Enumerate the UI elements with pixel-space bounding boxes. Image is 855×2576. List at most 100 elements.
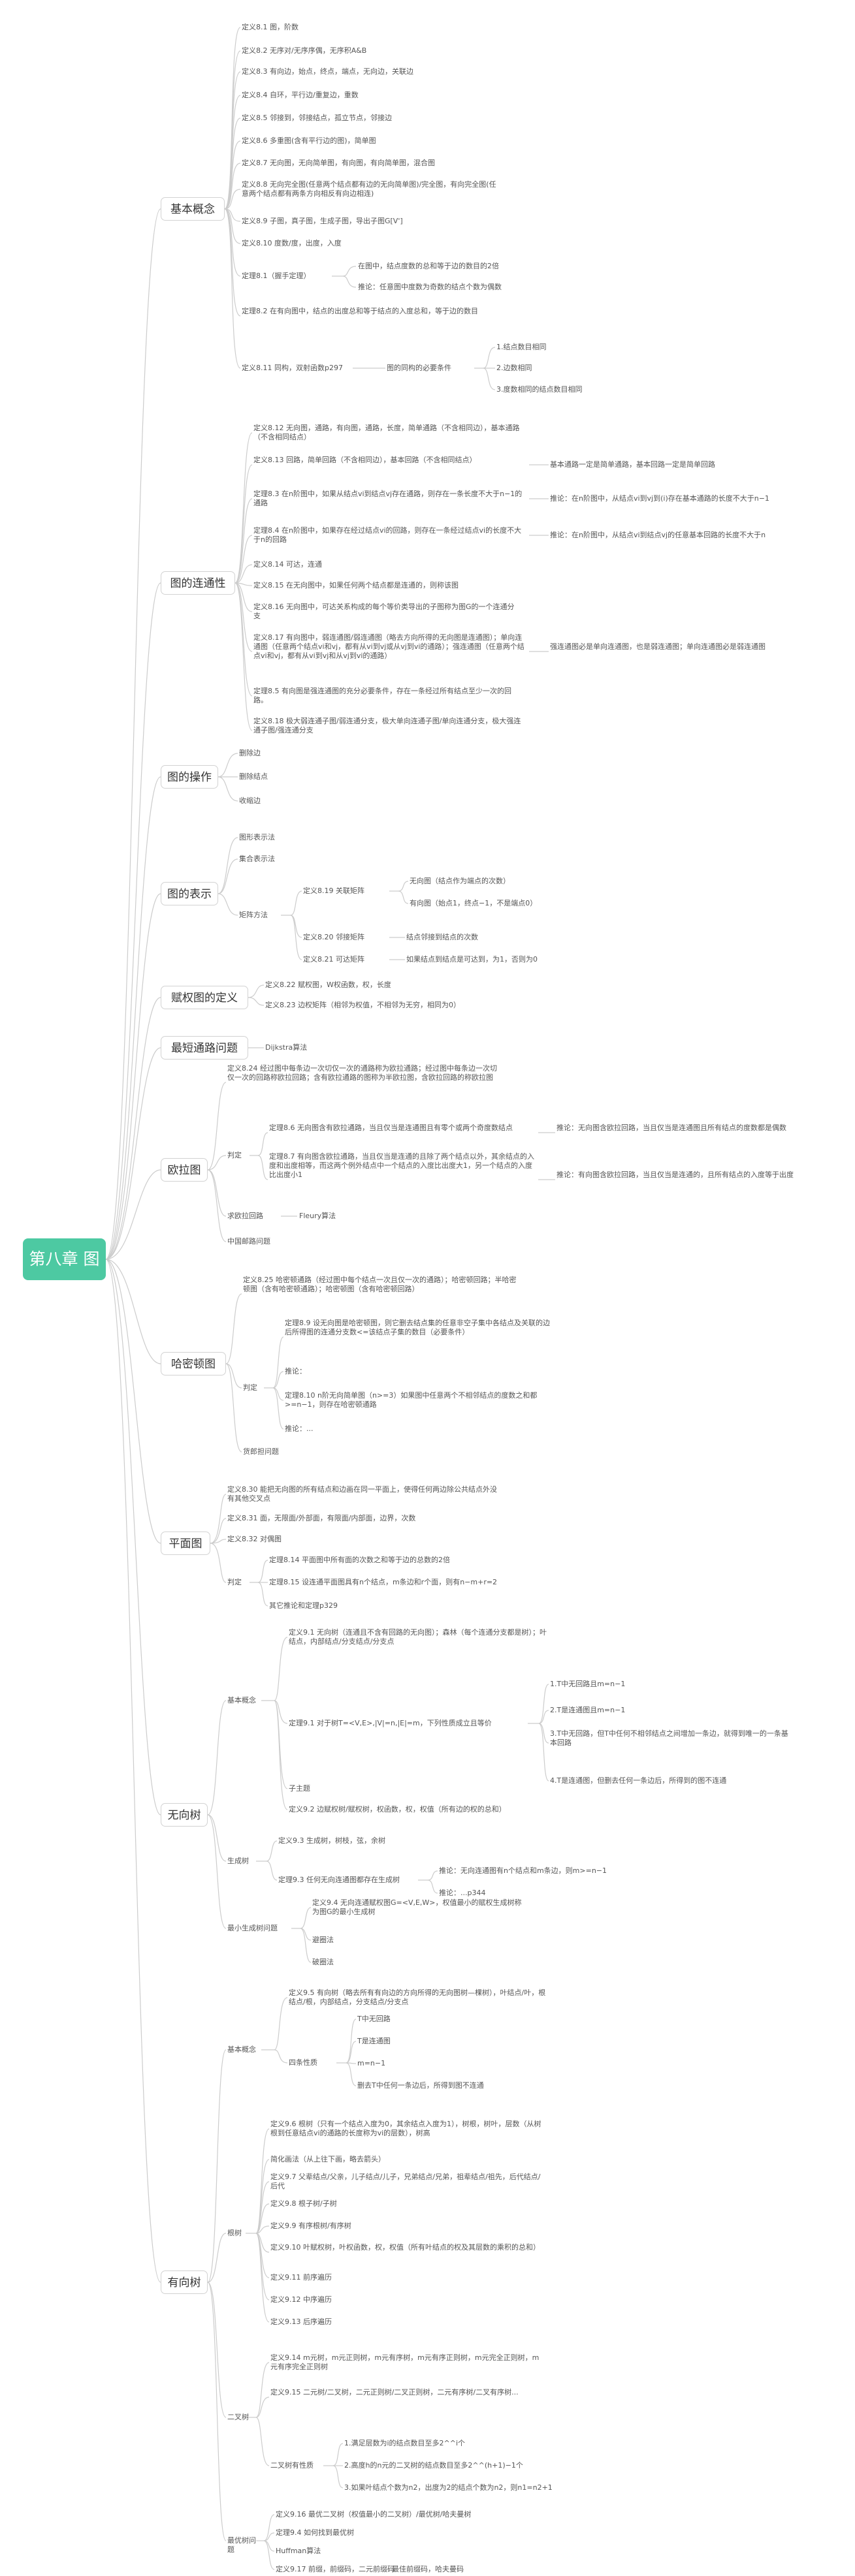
- node-delete-vertex: 删除结点: [239, 772, 268, 781]
- node-iso-cond-1: 1.结点数目相同: [496, 343, 547, 351]
- node-def-9-16: 定义9.16 最优二叉树（权值最小的二叉树）/最优树/哈夫曼树: [276, 2510, 472, 2519]
- node-binary-props: 二叉树有性质: [270, 2461, 314, 2470]
- node-def-8-14: 定义8.14 可达，连通: [253, 560, 322, 569]
- node-def-9-8: 定义9.8 根子树/子树: [270, 2199, 337, 2208]
- branch-hamilton-graph[interactable]: 哈密顿图: [161, 1352, 226, 1375]
- node-break-cycle: 破圈法: [312, 1958, 334, 1966]
- node-def-8-9: 定义8.9 子图，真子图，生成子图，导出子图G[V']: [242, 217, 403, 225]
- node-euler-judge: 判定: [227, 1151, 242, 1159]
- branch-undirected-tree[interactable]: 无向树: [161, 1803, 208, 1827]
- node-matrix-method: 矩阵方法: [239, 911, 268, 919]
- node-thm-8-7-corollary: 推论：有向图含欧拉回路，当且仅当是连通的，且所有结点的入度等于出度: [557, 1170, 794, 1179]
- branch-shortest-path[interactable]: 最短通路问题: [161, 1036, 248, 1060]
- node-simplified-drawing: 简化画法（从上往下画，略去箭头）: [270, 2155, 385, 2163]
- node-def-9-3: 定义9.3 生成树，树枝，弦，余树: [278, 1836, 385, 1845]
- node-def-8-24: 定义8.24 经过图中每条边一次切仅一次的通路称为欧拉通路；经过图中每条边一次切…: [227, 1064, 497, 1082]
- node-dprop-4: 删去T中任何一条边后，所得到图不连通: [357, 2081, 484, 2090]
- node-iso-cond-3: 3.度数相同的结点数目相同: [496, 385, 583, 394]
- node-def-8-7: 定义8.7 无向图，无向简单图，有向图，有向简单图，混合图: [242, 159, 435, 167]
- node-optimal-tree: 最优树问题: [227, 2536, 256, 2554]
- node-tree-prop-4: 4.T是连通图，但删去任何一条边后，所得到的图不连通: [550, 1776, 727, 1785]
- node-def-8-13-note: 基本通路一定是简单通路，基本回路一定是简单回路: [550, 460, 715, 469]
- node-def-8-32: 定义8.32 对偶图: [227, 1535, 282, 1543]
- branch-graph-representation[interactable]: 图的表示: [161, 882, 218, 905]
- node-graphic-repr: 图形表示法: [239, 833, 275, 841]
- node-isomorphism-necessary: 图的同构的必要条件: [387, 364, 451, 372]
- node-thm-8-3: 定理8.3 在n阶图中，如果从结点vi到结点vj存在通路，则存在一条长度不大于n…: [253, 490, 523, 507]
- node-tree-prop-3: 3.T中无回路，但T中任何不相邻结点之间增加一条边，就得到唯一的一条基本回路: [550, 1729, 788, 1747]
- node-dprop-3: m=n−1: [357, 2059, 386, 2067]
- branch-directed-tree[interactable]: 有向树: [161, 2270, 208, 2294]
- node-def-8-18: 定义8.18 极大弱连通子图/弱连通分支，极大单向连通子图/单向连通分支，极大强…: [253, 717, 521, 734]
- node-def-8-30: 定义8.30 能把无向图的所有结点和边画在同一平面上，使得任何两边除公共结点外没…: [227, 1485, 497, 1503]
- node-def-8-21: 定义8.21 可达矩阵: [303, 955, 364, 964]
- branch-planar-graph[interactable]: 平面图: [161, 1531, 210, 1555]
- node-thm-8-6: 定理8.6 无向图含有欧拉通路，当且仅当是连通图且有零个或两个奇度数结点: [269, 1123, 513, 1132]
- node-def-8-5: 定义8.5 邻接到，邻接结点，孤立节点，邻接边: [242, 114, 392, 122]
- node-def-9-9: 定义9.9 有序根树/有序树: [270, 2222, 351, 2230]
- node-thm-8-4: 定理8.4 在n阶图中，如果存在经过结点vi的回路，则存在一条经过结点vi的长度…: [253, 526, 522, 544]
- node-def-9-14: 定义9.14 m元树，m元正则树，m元有序树，m元有序正则树，m元完全正则树，m…: [270, 2353, 540, 2371]
- branch-graph-operations[interactable]: 图的操作: [161, 765, 218, 789]
- node-adjacency-desc: 结点邻接到结点的次数: [406, 933, 478, 941]
- branch-euler-graph[interactable]: 欧拉图: [161, 1158, 208, 1182]
- node-thm-8-9: 定理8.9 设无向图是哈密顿图，则它删去结点集的任意非空子集中各结点及关联的边后…: [285, 1319, 550, 1336]
- node-def-8-8: 定义8.8 无向完全图(任意两个结点都有边的无向简单图)/完全图，有向完全图(任…: [242, 180, 496, 198]
- node-def-8-31: 定义8.31 面，无限面/外部面，有限面/内部面，边界，次数: [227, 1514, 416, 1522]
- node-contract-edge: 收缩边: [239, 796, 261, 805]
- node-def-8-6: 定义8.6 多重图(含有平行边的图)，简单图: [242, 136, 376, 145]
- branch-weighted-graph[interactable]: 赋权图的定义: [161, 986, 248, 1009]
- node-reachability-desc: 如果结点到结点是可达到，为1，否则为0: [406, 955, 538, 964]
- node-def-8-20: 定义8.20 邻接矩阵: [303, 933, 364, 941]
- node-set-repr: 集合表示法: [239, 855, 275, 863]
- node-thm-9-4: 定理9.4 如何找到最优树: [276, 2528, 354, 2537]
- node-thm-9-3: 定理9.3 任何无向连通图都存在生成树: [278, 1876, 400, 1884]
- node-def-9-4: 定义9.4 无向连通赋权图G=<V,E,W>，权值最小的赋权生成树称为图G的最小…: [312, 1898, 522, 1916]
- root-topic[interactable]: 第八章 图: [23, 1238, 106, 1280]
- node-def-8-15: 定义8.15 在无向图中，如果任何两个结点都是连通的，则称该图: [253, 581, 459, 589]
- node-def-9-13: 定义9.13 后序遍历: [270, 2317, 332, 2326]
- node-thm-8-10-corollary: 推论：...: [285, 1424, 314, 1433]
- branch-basic-concepts[interactable]: 基本概念: [161, 197, 225, 221]
- node-planar-judge: 判定: [227, 1578, 242, 1586]
- node-def-9-17: 定义9.17 前缀，前缀码，二元前缀码: [276, 2565, 395, 2573]
- node-subtopic: 子主题: [289, 1784, 310, 1793]
- node-bprop-3: 3.如果叶结点个数为n2，出度为2的结点个数为n2，则n1=n2+1: [344, 2483, 553, 2492]
- node-def-9-10: 定义9.10 叶赋权树，叶权函数，权，权值（所有叶结点的权及其层数的乘积的总和）: [270, 2243, 540, 2252]
- node-bprop-2: 2.高度h的n元的二叉树的结点数目至多2^^(h+1)−1个: [344, 2461, 523, 2470]
- node-rooted-tree: 根树: [227, 2229, 242, 2237]
- node-def-9-15: 定义9.15 二元树/二叉树，二元正则树/二叉正则树，二元有序树/二叉有序树..…: [270, 2388, 519, 2396]
- node-huffman: Huffman算法: [276, 2547, 321, 2555]
- node-iso-cond-2: 2.边数相同: [496, 364, 532, 372]
- node-tsp: 货郎担问题: [243, 1447, 279, 1456]
- node-def-8-22: 定义8.22 赋权图，W权函数，权，长度: [265, 981, 391, 989]
- node-tree-prop-2: 2.T是连通图且m=n−1: [550, 1706, 626, 1714]
- node-delete-edge: 删除边: [239, 749, 261, 757]
- node-def-8-13: 定义8.13 回路，简单回路（不含相同边），基本回路（不含相同结点）: [253, 456, 477, 464]
- node-thm-8-3-corollary: 推论：在n阶图中，从结点vi到vj到(i)存在基本通路的长度不大于n−1: [550, 494, 769, 503]
- node-mst-problem: 最小生成树问题: [227, 1924, 278, 1932]
- node-thm-8-1: 定理8.1（握手定理）: [242, 272, 311, 280]
- node-def-8-4: 定义8.4 自环，平行边/重复边，重数: [242, 91, 359, 99]
- node-thm-8-6-corollary: 推论：无向图含欧拉回路，当且仅当是连通图且所有结点的度数都是偶数: [557, 1123, 786, 1132]
- node-def-8-17: 定义8.17 有向图中，弱连通图/弱连通图（略去方向所得的无向图是连通图）；单向…: [253, 633, 524, 660]
- node-incidence-directed: 有向图（始点1，终点−1，不是端点0）: [410, 899, 538, 907]
- node-optimal-prefix: 最佳前缀码，哈夫曼码: [392, 2565, 464, 2573]
- node-def-9-5: 定义9.5 有向树（略去所有有向边的方向所得的无向图树—棵树），叶结点/叶，根结…: [289, 1988, 546, 2006]
- node-thm-8-14: 定理8.14 平面图中所有面的次数之和等于边的总数的2倍: [269, 1556, 450, 1564]
- node-def-9-7: 定义9.7 父辈结点/父亲，儿子结点/儿子，兄弟结点/兄弟，祖辈结点/祖先，后代…: [270, 2173, 541, 2190]
- node-def-8-10: 定义8.10 度数/度，出度，入度: [242, 239, 342, 247]
- node-def-9-6: 定义9.6 根树（只有一个结点入度为0，其余结点入度为1），树根，树叶，层数（从…: [270, 2120, 541, 2137]
- node-thm-8-10: 定理8.10 n阶无向简单图（n>=3）如果图中任意两个不相邻结点的度数之和都>…: [285, 1391, 538, 1409]
- node-thm-8-9-corollary: 推论：: [285, 1367, 306, 1375]
- node-dprop-1: T中无回路: [357, 2015, 391, 2023]
- node-hamilton-judge: 判定: [243, 1383, 257, 1392]
- node-dtree-basic: 基本概念: [227, 2045, 256, 2054]
- node-find-euler-circuit: 求欧拉回路: [227, 1212, 263, 1220]
- node-thm-9-3-corollary-2: 推论：...p344: [439, 1889, 486, 1897]
- node-bprop-1: 1.满足层数为i的结点数目至多2^^i个: [344, 2439, 466, 2447]
- branch-connectivity[interactable]: 图的连通性: [161, 571, 235, 595]
- node-spanning-tree: 生成树: [227, 1857, 249, 1865]
- node-def-8-17-note: 强连通图必是单向连通图，也是弱连通图；单向连通图必是弱连通图: [550, 642, 766, 651]
